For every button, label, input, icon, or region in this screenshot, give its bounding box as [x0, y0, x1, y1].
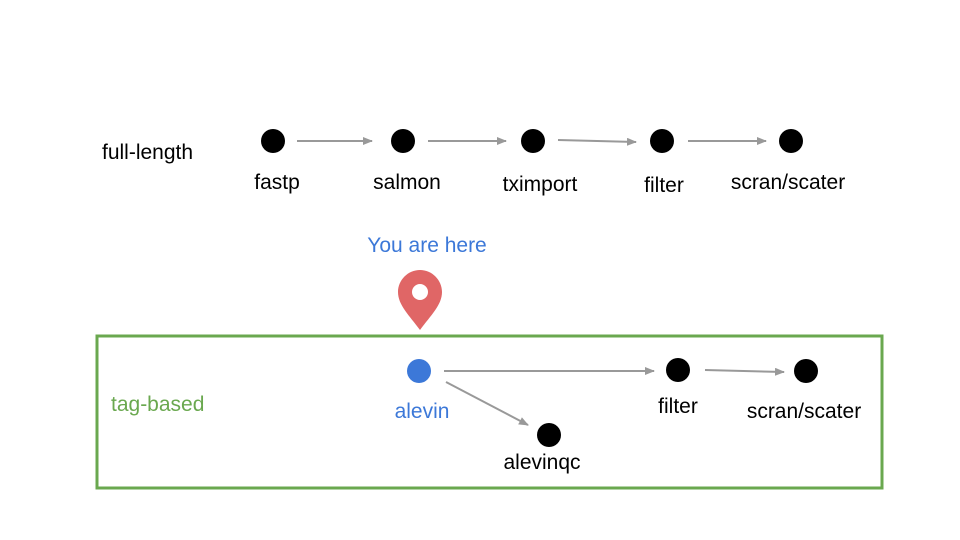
arrow-alevin-alevinqc	[445, 381, 529, 426]
node-fastp	[261, 129, 285, 153]
node-label-tximport: tximport	[502, 173, 578, 196]
you-are-here-label: You are here	[367, 234, 487, 257]
location-pin-icon	[398, 270, 442, 330]
node-filter-tag	[666, 358, 690, 382]
node-label-filter-tag: filter	[658, 395, 698, 418]
node-tximport	[521, 129, 545, 153]
node-filter	[650, 129, 674, 153]
node-alevinqc	[537, 423, 561, 447]
full-length-label: full-length	[102, 141, 194, 164]
node-label-scran-scater: scran/scater	[730, 171, 846, 194]
tag-based-box	[95, 334, 884, 490]
node-label-alevinqc: alevinqc	[503, 451, 581, 474]
node-label-salmon: salmon	[373, 171, 441, 194]
tag-based-label: tag-based	[111, 393, 205, 416]
node-salmon	[391, 129, 415, 153]
node-label-alevin: alevin	[394, 400, 450, 423]
node-label-scran-scater-tag: scran/scater	[746, 400, 862, 423]
node-label-fastp: fastp	[254, 171, 300, 194]
node-scran-scater-tag	[794, 359, 818, 383]
arrow-filter-scran-tag	[704, 367, 785, 376]
arrow-tximport-filter	[557, 137, 637, 146]
node-scran-scater	[779, 129, 803, 153]
node-alevin	[407, 359, 431, 383]
node-label-filter: filter	[644, 174, 684, 197]
